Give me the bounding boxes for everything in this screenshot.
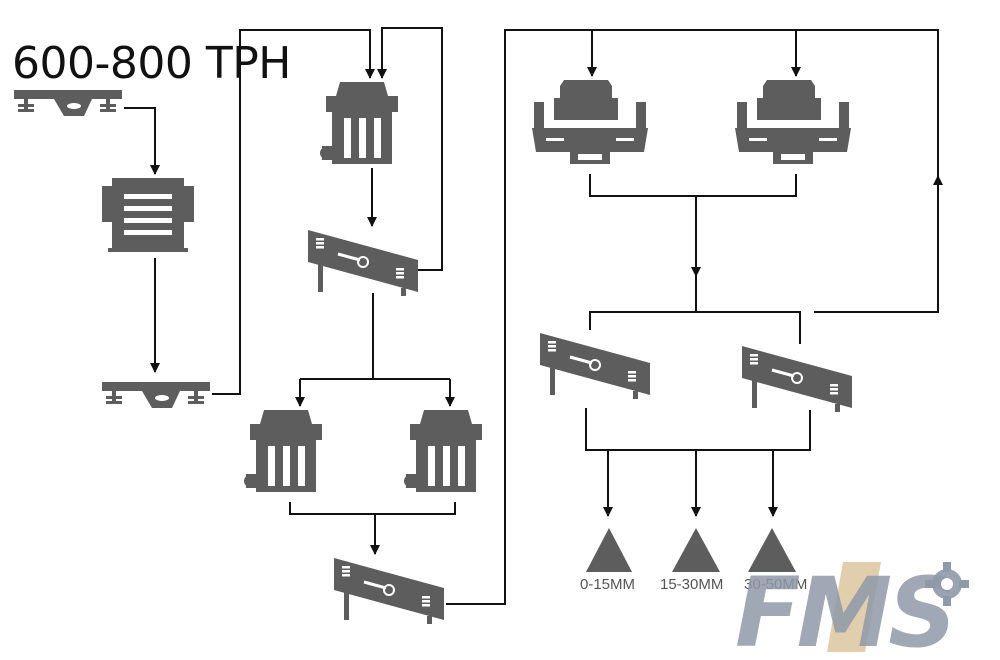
vibrating-screen-icon [306, 228, 420, 298]
vsi-sand-maker-icon [532, 80, 648, 164]
flow-arrow [124, 107, 160, 175]
vibrating-screen-icon [538, 331, 652, 401]
vibrating-feeder-icon [102, 382, 210, 408]
flow-line [589, 311, 801, 344]
flow-line [589, 174, 797, 197]
flow-arrow [212, 29, 375, 395]
stockpile-icon [586, 528, 632, 572]
vibrating-screen-icon [740, 344, 854, 414]
flow-arrow [446, 29, 939, 605]
jaw-crusher-icon [102, 178, 194, 252]
company-logo: FMS [735, 557, 969, 656]
flow-arrow [377, 27, 443, 271]
product-label-15-30mm: 15-30MM [660, 576, 724, 593]
vsi-sand-maker-icon [735, 80, 851, 164]
gear-icon [925, 562, 969, 606]
flow-lines [124, 27, 943, 605]
vibrating-screen-icon [332, 556, 446, 626]
flow-line [289, 502, 456, 515]
product-label-30-50mm: 30-50MM [744, 576, 808, 593]
product-label-0-15mm: 0-15MM [580, 576, 636, 593]
cone-crusher-icon [244, 410, 322, 492]
stockpile-icon [672, 528, 720, 572]
flow-line [585, 408, 811, 451]
stockpile-icon [748, 528, 796, 572]
cone-crusher-icon [404, 410, 482, 492]
svg-text:FMS: FMS [735, 557, 953, 656]
cone-crusher-icon [320, 82, 398, 164]
vibrating-feeder-icon [14, 90, 122, 116]
page-title: 600-800 TPH [12, 38, 291, 89]
